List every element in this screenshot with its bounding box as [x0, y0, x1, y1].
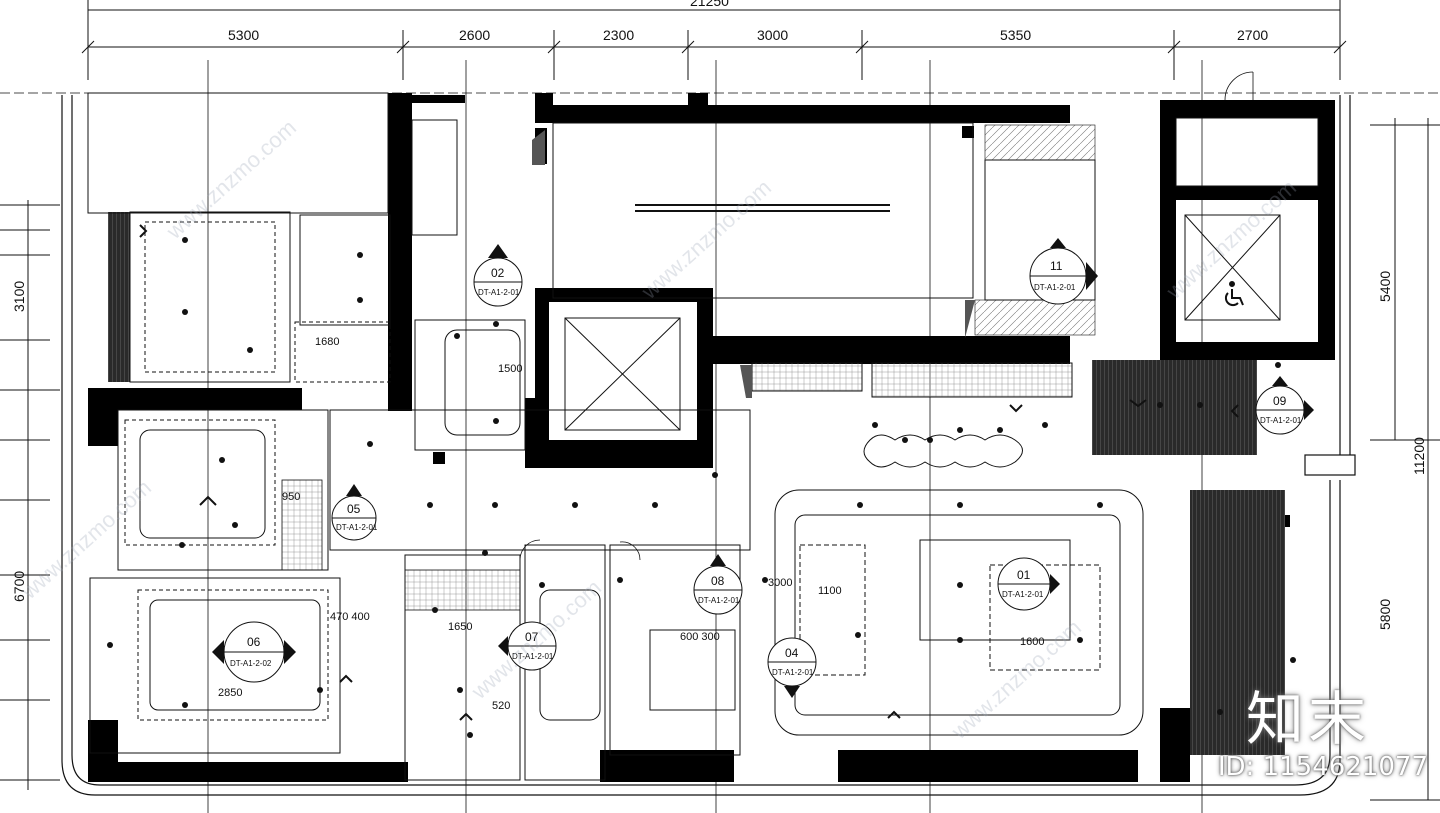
dim-top-1: 5300 — [228, 27, 259, 43]
angled-fins — [532, 130, 975, 398]
dim-top-2: 2600 — [459, 27, 490, 43]
dim-left-2: 6700 — [11, 571, 27, 602]
right-dimension-chain — [1370, 118, 1440, 801]
tag-05-num: 05 — [347, 502, 361, 516]
dim-1500: 1500 — [498, 363, 522, 375]
tag-05-ref: DT-A1-2-01 — [336, 523, 378, 532]
dim-right-3: 5800 — [1377, 599, 1393, 630]
tag-04-ref: DT-A1-2-01 — [772, 668, 814, 677]
hatched-floor-areas — [108, 124, 1285, 755]
dim-1600: 1600 — [1020, 636, 1044, 648]
dim-950: 950 — [282, 491, 300, 503]
outer-walls — [61, 95, 1356, 796]
dim-470-400: 470 400 — [330, 611, 370, 623]
section-tag-09: 09 DT-A1-2-01 — [1255, 376, 1314, 435]
section-tag-04: 04 DT-A1-2-01 — [767, 637, 817, 698]
accessible-icon — [1224, 281, 1244, 307]
tag-07-num: 07 — [525, 630, 539, 644]
watermark-6: www.znzmo.com — [946, 615, 1086, 745]
dim-total: 21250 — [690, 0, 729, 9]
structural-walls — [88, 93, 1335, 782]
dim-3000: 3000 — [768, 577, 792, 589]
dim-top-4: 3000 — [757, 27, 788, 43]
dim-1680: 1680 — [315, 336, 339, 348]
elevator-shafts — [564, 214, 1281, 431]
ceiling-lights — [107, 237, 1296, 738]
tag-02-ref: DT-A1-2-01 — [478, 288, 520, 297]
tag-06-num: 06 — [247, 635, 261, 649]
dim-2850: 2850 — [218, 687, 242, 699]
dim-1100: 1100 — [818, 585, 842, 597]
room-outlines — [87, 92, 1319, 781]
tag-01-num: 01 — [1017, 568, 1031, 582]
dim-right-2: 11200 — [1411, 437, 1427, 475]
brand-watermark: 知末 — [1245, 685, 1370, 753]
dim-top-6: 2700 — [1237, 27, 1268, 43]
section-tag-08: 08 DT-A1-2-01 — [693, 554, 743, 615]
direction-arrows — [139, 224, 1239, 721]
section-tag-06: 06 DT-A1-2-02 — [212, 621, 296, 683]
left-dimension-chain — [0, 200, 60, 790]
dim-left-1: 3100 — [11, 281, 27, 312]
door-swings — [519, 71, 1254, 561]
tag-11-ref: DT-A1-2-01 — [1034, 283, 1076, 292]
tag-06-ref: DT-A1-2-02 — [230, 659, 272, 668]
watermark-4: www.znzmo.com — [16, 475, 156, 605]
section-tag-07: 07 DT-A1-2-01 — [498, 621, 557, 671]
dim-right-1: 5400 — [1377, 271, 1393, 302]
dim-top-5: 5350 — [1000, 27, 1031, 43]
tag-04-num: 04 — [785, 646, 799, 660]
tag-07-ref: DT-A1-2-01 — [512, 652, 554, 661]
tag-08-num: 08 — [711, 574, 725, 588]
dim-600-300: 600 300 — [680, 631, 720, 643]
image-id-watermark: ID: 1154621077 — [1217, 752, 1428, 782]
section-tag-01: 01 DT-A1-2-01 — [997, 557, 1060, 611]
section-tag-11: 11 DT-A1-2-01 — [1029, 238, 1098, 305]
dim-520: 520 — [492, 700, 510, 712]
tag-02-num: 02 — [491, 266, 505, 280]
watermark-1: www.znzmo.com — [161, 115, 301, 245]
tag-11-num: 11 — [1050, 259, 1063, 273]
section-tag-05: 05 DT-A1-2-01 — [331, 484, 378, 541]
tag-08-ref: DT-A1-2-01 — [698, 596, 740, 605]
top-dimension-chain — [81, 0, 1347, 80]
tag-01-ref: DT-A1-2-01 — [1002, 590, 1044, 599]
dim-top-3: 2300 — [603, 27, 634, 43]
dim-1650: 1650 — [448, 621, 472, 633]
section-tag-02: 02 DT-A1-2-01 — [473, 244, 523, 307]
watermark-2: www.znzmo.com — [636, 175, 776, 305]
tag-09-ref: DT-A1-2-01 — [1260, 416, 1302, 425]
inline-dimensions: 1680 950 1650 2850 1100 1600 1500 470 40… — [218, 336, 1044, 712]
tag-09-num: 09 — [1273, 394, 1287, 408]
